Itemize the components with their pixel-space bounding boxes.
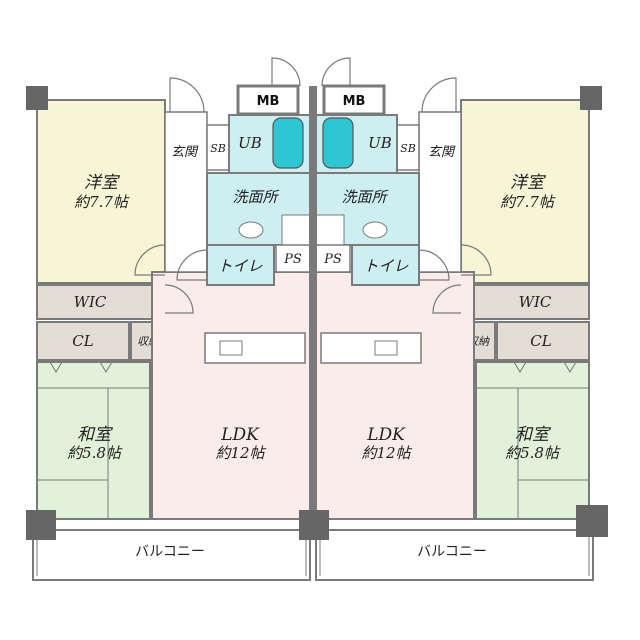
pipe-space-label-right: PS xyxy=(323,252,342,267)
washing-machine-right xyxy=(315,214,345,246)
closet-label-right: CL xyxy=(530,332,551,350)
structural-columns xyxy=(26,86,608,540)
ldk-name-left: LDK xyxy=(220,425,260,445)
toilet-door-left xyxy=(176,249,208,281)
western-room-name-left: 洋室 xyxy=(84,173,121,193)
japanese-room-name-left: 和室 xyxy=(77,425,114,445)
ldk-left xyxy=(151,271,311,520)
western-room-name-right: 洋室 xyxy=(510,173,547,193)
ldk-door-left xyxy=(164,284,194,314)
bath-label-left: UB xyxy=(238,134,262,152)
column-bottom-left xyxy=(26,510,56,540)
japanese-room-size-right: 約5.8帖 xyxy=(505,444,561,462)
toilet-right xyxy=(351,244,420,286)
western-room-door-left xyxy=(134,244,166,276)
balcony-right xyxy=(315,529,594,581)
entrance-door-left xyxy=(169,77,205,113)
shoe-box-label-left: SB xyxy=(210,142,226,155)
entrance-label-left: 玄関 xyxy=(171,145,199,160)
western-room-door-right xyxy=(460,244,492,276)
ldk-door-right xyxy=(432,284,462,314)
closet-left xyxy=(36,321,130,361)
mb-door-right xyxy=(321,57,351,87)
balcony-left xyxy=(32,529,311,581)
balcony-label-right: バルコニー xyxy=(417,544,487,560)
bath-tub-left xyxy=(272,117,304,169)
washroom-label-right: 洗面所 xyxy=(341,188,388,206)
column-top-right xyxy=(580,86,602,110)
wic-label-left: WIC xyxy=(74,293,107,311)
ldk-size-right: 約12帖 xyxy=(361,444,412,462)
balcony-label-left: バルコニー xyxy=(135,544,205,560)
wash-basin-left xyxy=(238,221,264,239)
japanese-room-name-right: 和室 xyxy=(515,425,552,445)
unit-right: 洋室 約7.7帖 WIC 収納 CL 和室 約5.8帖 LDK 約12帖 玄関 xyxy=(315,57,594,581)
entrance-door-right xyxy=(421,77,457,113)
meter-box-label-left: MB xyxy=(257,94,280,109)
column-top-left xyxy=(26,86,48,110)
wash-basin-right xyxy=(362,221,388,239)
bath-tub-right xyxy=(322,117,354,169)
pipe-space-label-left: PS xyxy=(283,252,302,267)
shoe-box-label-right: SB xyxy=(400,142,416,155)
western-room-size-right: 約7.7帖 xyxy=(500,193,556,211)
tatami-lines-right xyxy=(476,361,589,519)
entrance-label-right: 玄関 xyxy=(428,145,456,160)
meter-box-right xyxy=(322,84,386,116)
column-bottom-center xyxy=(299,510,329,540)
wic-label-right: WIC xyxy=(519,293,552,311)
washroom-label-left: 洗面所 xyxy=(232,188,279,206)
toilet-door-right xyxy=(418,249,450,281)
kitchen-counter-right xyxy=(320,332,422,364)
toilet-label-right: トイレ xyxy=(363,257,408,275)
ldk-right xyxy=(315,271,475,520)
mb-door-left xyxy=(271,57,301,87)
tatami-lines-left xyxy=(37,361,150,519)
western-room-left xyxy=(36,99,166,284)
entrance-hall-right xyxy=(418,111,462,273)
meter-box-label-right: MB xyxy=(343,94,366,109)
closet-label-left: CL xyxy=(72,332,93,350)
pipe-space-right xyxy=(315,244,351,273)
toilet-left xyxy=(206,244,275,286)
kitchen-sink-right xyxy=(374,340,398,356)
kitchen-sink-left xyxy=(219,340,243,356)
bath-label-right: UB xyxy=(368,134,392,152)
ldk-name-right: LDK xyxy=(366,425,406,445)
japanese-room-size-left: 約5.8帖 xyxy=(67,444,123,462)
entrance-hall-left xyxy=(164,111,208,273)
western-room-size-left: 約7.7帖 xyxy=(74,193,130,211)
closet-right xyxy=(496,321,590,361)
unit-left: 洋室 約7.7帖 WIC CL 収納 和室 約5.8帖 LDK 約12帖 玄関 xyxy=(32,57,311,581)
wic-left xyxy=(36,284,166,320)
washing-machine-left xyxy=(281,214,311,246)
ldk-size-left: 約12帖 xyxy=(215,444,266,462)
wic-right xyxy=(460,284,590,320)
meter-box-left xyxy=(236,84,300,116)
western-room-right xyxy=(460,99,590,284)
party-wall xyxy=(309,86,317,530)
column-bottom-right xyxy=(576,505,608,537)
toilet-label-left: トイレ xyxy=(217,257,262,275)
